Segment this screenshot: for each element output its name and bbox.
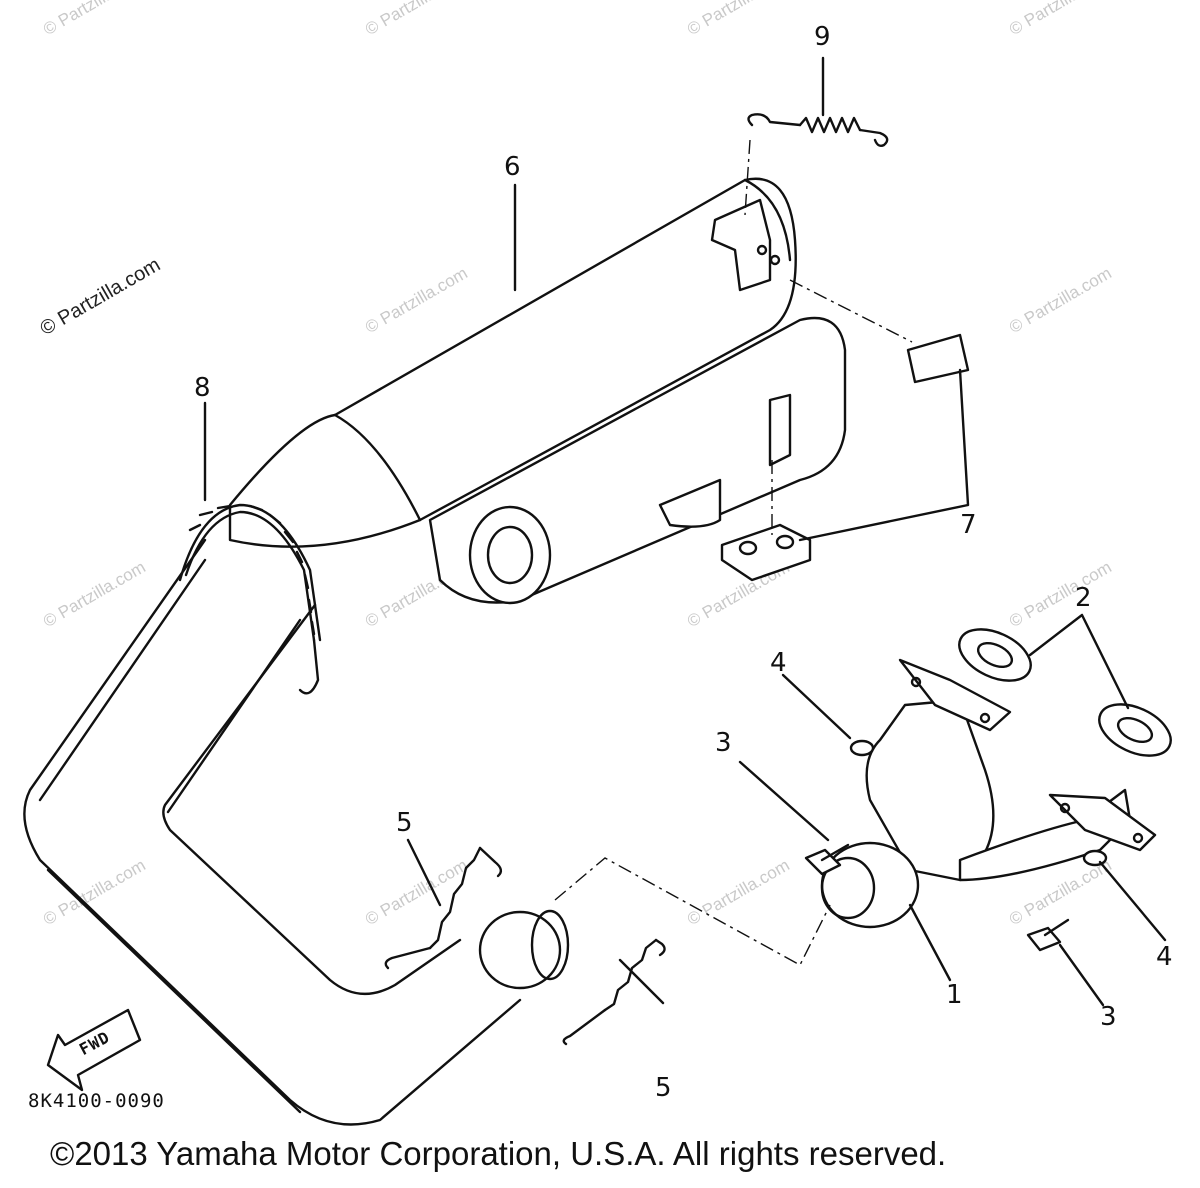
heat-wrap-coil-drawing bbox=[178, 503, 322, 695]
leader-lines bbox=[203, 56, 1167, 1007]
spring-lower-drawing bbox=[384, 846, 666, 1046]
exhaust-manifold-drawing bbox=[820, 658, 1157, 929]
gasket-drawing bbox=[958, 628, 1172, 757]
diagram-code: 8K4100-0090 bbox=[28, 1090, 165, 1112]
callout-7: 7 bbox=[960, 510, 977, 540]
fwd-arrow-icon bbox=[46, 1008, 142, 1092]
callout-4: 4 bbox=[1156, 942, 1173, 972]
damper-pad-drawing bbox=[720, 333, 970, 582]
bolt-drawing bbox=[804, 739, 1108, 952]
spring-top-drawing bbox=[747, 113, 889, 148]
copyright-notice: ©2013 Yamaha Motor Corporation, U.S.A. A… bbox=[50, 1135, 947, 1172]
callout-4: 4 bbox=[770, 648, 787, 678]
callout-9: 9 bbox=[814, 22, 831, 52]
callout-5: 5 bbox=[396, 808, 413, 838]
bracket-drawing bbox=[710, 198, 792, 467]
callout-1: 1 bbox=[946, 980, 963, 1010]
callout-3: 3 bbox=[715, 728, 732, 758]
callout-5: 5 bbox=[655, 1073, 672, 1103]
callout-8: 8 bbox=[194, 373, 211, 403]
silencer-drawing bbox=[228, 177, 847, 605]
callout-6: 6 bbox=[504, 152, 521, 182]
callout-2: 2 bbox=[1075, 583, 1092, 613]
head-pipe-drawing bbox=[23, 538, 570, 1126]
callout-3: 3 bbox=[1100, 1002, 1117, 1032]
